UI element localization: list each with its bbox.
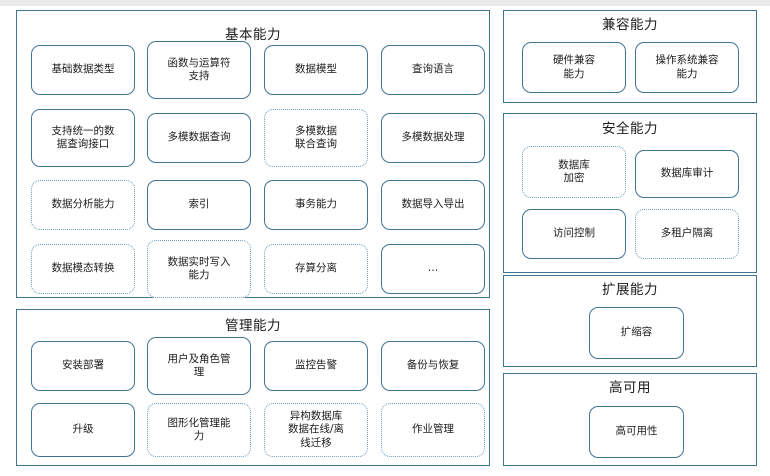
capability-node[interactable]: 函数与运算符 支持 [147, 41, 251, 99]
capability-node[interactable]: 存算分离 [264, 244, 368, 294]
capability-node[interactable]: 操作系统兼容 能力 [635, 42, 739, 93]
capability-node[interactable]: 监控告警 [264, 341, 368, 391]
panel-scalability: 扩展能力扩缩容 [503, 275, 757, 367]
capability-node[interactable]: 数据库 加密 [522, 146, 626, 198]
capability-node[interactable]: 数据实时写入 能力 [147, 240, 251, 298]
panel-title-high-availability: 高可用 [609, 380, 651, 396]
capability-node[interactable]: … [381, 244, 485, 294]
capability-node[interactable]: 扩缩容 [589, 307, 684, 359]
capability-node[interactable]: 升级 [31, 403, 135, 457]
capability-node[interactable]: 作业管理 [381, 403, 485, 457]
capability-node[interactable]: 数据分析能力 [31, 180, 135, 230]
capability-node[interactable]: 安装部署 [31, 341, 135, 391]
top-strip [0, 0, 770, 6]
panel-basic: 基本能力基础数据类型函数与运算符 支持数据模型查询语言支持统一的数 据查询接口多… [16, 10, 490, 298]
capability-node[interactable]: 数据导入导出 [381, 180, 485, 230]
panel-title-compatibility: 兼容能力 [602, 17, 658, 33]
panel-title-management: 管理能力 [225, 318, 281, 334]
panel-title-security: 安全能力 [602, 121, 658, 137]
capability-node[interactable]: 备份与恢复 [381, 341, 485, 391]
capability-node[interactable]: 硬件兼容 能力 [522, 42, 626, 93]
capability-node[interactable]: 索引 [147, 180, 251, 230]
capability-node[interactable]: 支持统一的数 据查询接口 [31, 109, 135, 167]
capability-node[interactable]: 数据模型 [264, 45, 368, 95]
capability-node[interactable]: 基础数据类型 [31, 45, 135, 95]
capability-node[interactable]: 异构数据库 数据在线/离 线迁移 [264, 403, 368, 457]
capability-node[interactable]: 图形化管理能 力 [147, 403, 251, 457]
capability-node[interactable]: 用户及角色管 理 [147, 337, 251, 395]
capability-node[interactable]: 多模数据 联合查询 [264, 109, 368, 167]
panel-management: 管理能力安装部署用户及角色管 理监控告警备份与恢复升级图形化管理能 力异构数据库… [16, 309, 490, 466]
capability-node[interactable]: 查询语言 [381, 45, 485, 95]
capability-node[interactable]: 数据库审计 [635, 150, 739, 198]
capability-node[interactable]: 事务能力 [264, 180, 368, 230]
panel-title-scalability: 扩展能力 [602, 282, 658, 298]
capability-node[interactable]: 多租户隔离 [635, 209, 739, 259]
capability-node[interactable]: 高可用性 [589, 406, 684, 458]
panel-title-basic: 基本能力 [225, 27, 281, 43]
panel-high-availability: 高可用高可用性 [503, 373, 757, 466]
panel-compatibility: 兼容能力硬件兼容 能力操作系统兼容 能力 [503, 10, 757, 103]
capability-node[interactable]: 多模数据查询 [147, 113, 251, 163]
panel-security: 安全能力数据库 加密数据库审计访问控制多租户隔离 [503, 113, 757, 273]
capability-node[interactable]: 数据模态转换 [31, 244, 135, 294]
capability-node[interactable]: 多模数据处理 [381, 113, 485, 163]
capability-node[interactable]: 访问控制 [522, 209, 626, 259]
